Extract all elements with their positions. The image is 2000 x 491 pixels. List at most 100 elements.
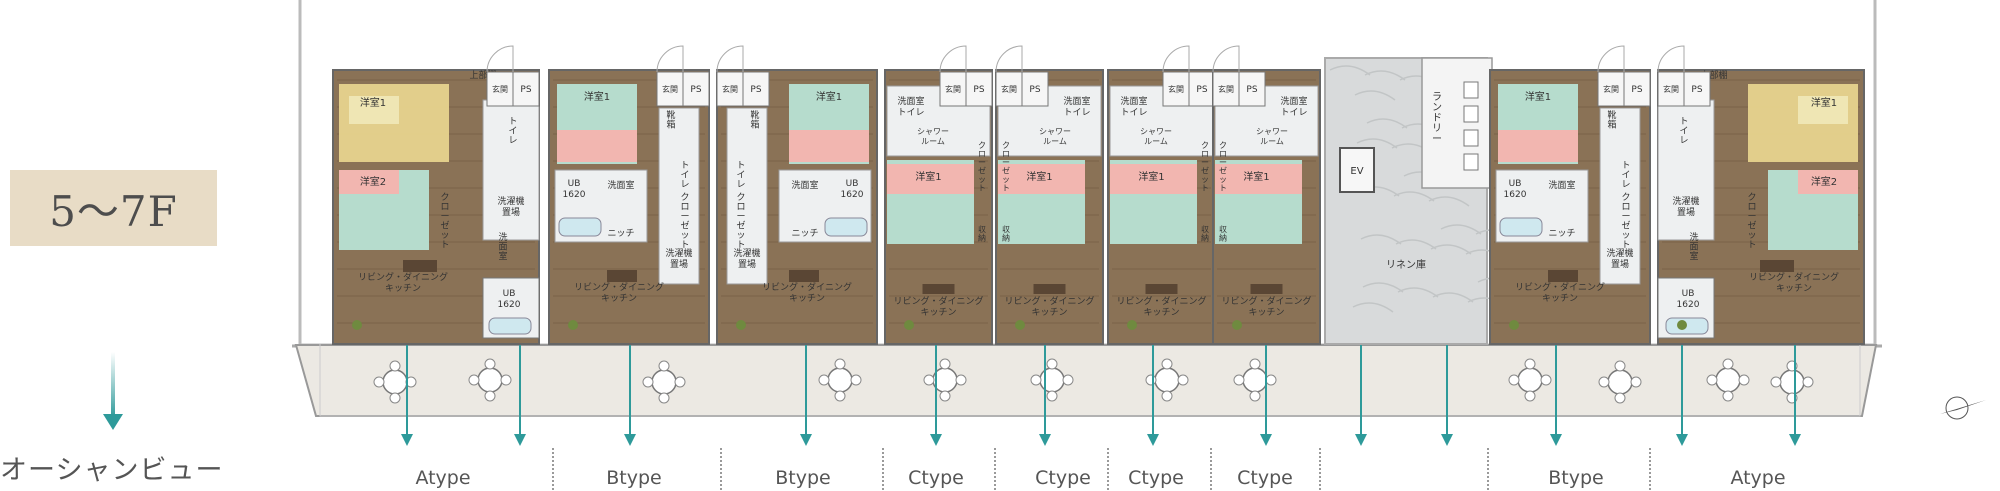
- table: [1548, 270, 1578, 282]
- laundry-label: 洗濯機: [1672, 195, 1699, 207]
- entrance-label: 玄関: [945, 84, 961, 94]
- ldk-label: キッチン: [601, 293, 637, 304]
- closet-label: ー: [1219, 158, 1227, 167]
- washroom-toilet-label: 洗面室: [1280, 95, 1307, 107]
- closet-label: ー: [1621, 212, 1630, 222]
- western1-label: 洋室1: [360, 96, 386, 109]
- washroom-toilet-label: 洗面室: [897, 95, 924, 107]
- toilet-label: レ: [1679, 136, 1688, 146]
- closet-label: ゼ: [440, 220, 449, 232]
- bed: [1215, 164, 1302, 194]
- closet-label: ロ: [1747, 203, 1756, 213]
- unit-separator: [1319, 448, 1321, 490]
- closet-label: ト: [440, 241, 449, 251]
- bathtub: [488, 317, 532, 335]
- patio-table: [827, 367, 853, 393]
- niche-label: ニッチ: [791, 228, 818, 239]
- unit-type-label: Btype: [1548, 467, 1604, 489]
- floor-label: 5〜7F: [49, 186, 178, 236]
- washroom-toilet-label: 洗面室: [1063, 95, 1090, 107]
- entrance: [995, 71, 1023, 107]
- entrance: [1597, 71, 1625, 107]
- patio-chair: [1249, 390, 1261, 402]
- closet-label: ー: [1002, 158, 1010, 167]
- entrance: [1162, 71, 1190, 107]
- washer: [1463, 105, 1479, 123]
- service-block: [658, 107, 700, 285]
- ub-label: UB: [503, 289, 516, 299]
- marble-vein: [1362, 282, 1404, 293]
- ocean-view-arrow-icon: [1676, 434, 1688, 446]
- laundry-label: 洗濯機: [1606, 247, 1633, 259]
- ps-box: [1683, 71, 1711, 107]
- closet-label: ゼ: [1002, 166, 1010, 176]
- entrance: [1657, 71, 1685, 107]
- closet-label: ク: [1201, 141, 1209, 150]
- patio-chair: [850, 374, 862, 386]
- patio-table: [477, 367, 503, 393]
- closet-label: ク: [1219, 141, 1227, 150]
- storage-label: 納: [1201, 233, 1209, 243]
- closet-label: ク: [978, 141, 986, 150]
- closet-label: ッ: [1219, 175, 1227, 184]
- bed: [1798, 96, 1848, 124]
- marble-vein: [1329, 65, 1371, 76]
- door-arc: [995, 45, 1023, 73]
- door-arc: [1597, 45, 1625, 73]
- washer: [1463, 153, 1479, 171]
- unit-separator: [552, 448, 554, 490]
- ub-label: 1620: [1677, 300, 1700, 310]
- closet-label: ッ: [1201, 175, 1209, 184]
- washroom-toilet-label: トイレ: [1280, 108, 1307, 118]
- shoebox-label: 箱: [1607, 119, 1616, 131]
- patio-chair: [1046, 358, 1058, 370]
- storage-label: 収: [1201, 224, 1209, 234]
- patio-chair: [484, 358, 496, 370]
- patio-chair: [1161, 390, 1173, 402]
- closet-label: ゼ: [680, 220, 689, 232]
- closet-label: ゼ: [1219, 166, 1227, 176]
- patio-chair: [1770, 376, 1782, 388]
- ldk-label: キッチン: [1031, 307, 1067, 318]
- laundry-label: 置場: [1611, 258, 1629, 270]
- entrance-label: 玄関: [662, 84, 678, 94]
- ocean-view-arrow-icon: [1039, 434, 1051, 446]
- closet-label: ッ: [736, 231, 745, 241]
- shower-label: シャワー: [1039, 127, 1071, 136]
- view-arrow-icon: [103, 352, 123, 430]
- closet-label: ク: [736, 192, 745, 203]
- niche-label: ニッチ: [607, 228, 634, 239]
- closet-label: ロ: [1002, 150, 1010, 159]
- bed: [789, 130, 869, 162]
- door-arc: [1212, 45, 1240, 73]
- ps-box: [1021, 71, 1049, 107]
- ps-label: PS: [1029, 85, 1040, 95]
- marble-vein: [1428, 196, 1470, 207]
- unit-type-label: Ctype: [1237, 467, 1293, 489]
- laundry-room-label: ー: [1432, 134, 1442, 145]
- storage-label: 納: [1002, 233, 1010, 243]
- ldk-label: キッチン: [1776, 283, 1812, 294]
- ub-label: 1620: [1504, 190, 1527, 200]
- bed: [349, 96, 399, 124]
- patio-chair: [1249, 358, 1261, 370]
- marble-vein: [1354, 90, 1396, 101]
- patio-table: [1607, 369, 1633, 395]
- patio-chair: [658, 392, 670, 404]
- patio-chair: [1030, 374, 1042, 386]
- table: [1033, 284, 1066, 294]
- unit-separator: [994, 448, 996, 490]
- patio-chair: [1062, 374, 1074, 386]
- ldk-label: リビング・ダイニング: [1749, 271, 1839, 283]
- entrance: [939, 71, 967, 107]
- shoebox-label: 箱: [750, 119, 759, 131]
- plant: [1015, 320, 1025, 330]
- toilet-label: ト: [680, 161, 689, 171]
- laundry-room-label: ド: [1432, 113, 1442, 124]
- entrance-label: 玄関: [1603, 84, 1619, 94]
- entrance: [656, 71, 684, 107]
- unit-separator: [882, 448, 884, 490]
- plant: [1232, 320, 1242, 330]
- patio-chair: [939, 390, 951, 402]
- ocean-view-arrow-icon: [1147, 434, 1159, 446]
